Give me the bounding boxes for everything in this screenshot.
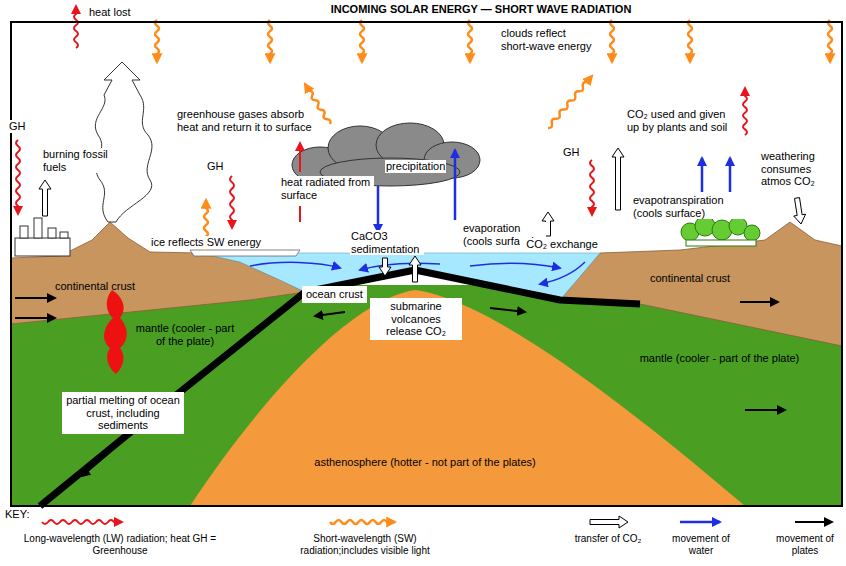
- plate-arrow: [490, 308, 525, 312]
- plants: [681, 216, 760, 246]
- label: ice reflects SW energy: [150, 236, 262, 249]
- sea-ice: [190, 250, 300, 256]
- box-text: partial melting of ocean crust, includin…: [66, 394, 180, 432]
- label: CaCO3 sedimentation: [350, 230, 424, 255]
- legend-text: movement of water: [665, 533, 737, 556]
- radiation-arrow: [828, 20, 832, 62]
- magma: [104, 290, 127, 374]
- legend-text: Long-wavelength (LW) radiation; heat GH …: [20, 533, 220, 556]
- label: precipitation: [385, 160, 446, 173]
- radiation-arrow: [16, 140, 20, 214]
- radiation-arrow: [548, 76, 592, 128]
- legend-text: Short-wavelength (SW) radiation;includes…: [275, 533, 455, 556]
- subducting-slab: [40, 292, 305, 506]
- legend-sample: [680, 521, 720, 524]
- co2-arrow: [794, 198, 806, 224]
- label: mantle (cooler - part of the plate): [612, 352, 827, 365]
- plate-arrow: [740, 301, 778, 303]
- label: continental crust: [55, 280, 135, 293]
- heat-arrow: [299, 206, 301, 222]
- legend-text: transfer of CO₂: [572, 533, 644, 545]
- co2-arrow: [39, 180, 51, 216]
- radiation-arrow: [590, 160, 594, 215]
- legend-text: movement of plates: [770, 533, 840, 556]
- legend-sample: [795, 521, 832, 523]
- water-arrow: [454, 150, 457, 220]
- heat-arrow: [299, 143, 301, 172]
- radiation-arrow: [688, 20, 692, 62]
- sky: [11, 22, 842, 506]
- water-arrow: [701, 158, 704, 192]
- label: GH: [562, 146, 581, 159]
- ocean-current: [250, 262, 340, 268]
- radiation-arrow: [268, 20, 272, 62]
- diagram-title: INCOMING SOLAR ENERGY — SHORT WAVE RADIA…: [250, 3, 712, 16]
- label: GH: [8, 120, 27, 133]
- label: mantle (cooler - part of the plate): [130, 322, 240, 347]
- asthenosphere: [190, 290, 745, 506]
- plate-arrow: [745, 409, 785, 411]
- radiation-arrow: [42, 520, 122, 524]
- legend-heading: KEY:: [5, 508, 29, 521]
- frame: [11, 22, 842, 506]
- co2-arrow: [590, 516, 628, 528]
- box-text: submarine volcanoes release CO₂: [374, 300, 458, 338]
- label: burning fossil fuels: [42, 148, 114, 173]
- radiation-arrow: [360, 20, 364, 62]
- radiation-arrow: [230, 176, 234, 228]
- plate-arrow: [15, 317, 55, 319]
- plate-arrow: [315, 312, 345, 316]
- label: evapotranspiration (cools surface): [632, 194, 744, 219]
- radiation-arrow: [610, 20, 614, 62]
- radiation-arrow: [330, 520, 395, 524]
- co2-arrow: [409, 256, 421, 282]
- text-box: submarine volcanoes release CO₂: [370, 298, 462, 340]
- ocean-current: [470, 263, 560, 268]
- label: heat radiated from surface: [280, 176, 374, 201]
- radiation-arrow: [155, 20, 159, 62]
- ocean-current: [540, 262, 585, 284]
- radiation-arrow: [743, 88, 747, 135]
- ocean-current: [360, 263, 440, 270]
- label: weathering consumes atmos CO₂: [760, 150, 840, 188]
- plate-arrow: [15, 297, 55, 299]
- text-box: ocean crust: [302, 286, 367, 303]
- label: asthenosphere (hotter - not part of the …: [300, 456, 550, 469]
- continental-crust: [11, 222, 305, 324]
- radiation-arrow: [468, 20, 472, 62]
- text-box: partial melting of ocean crust, includin…: [62, 392, 184, 434]
- co2-arrow: [379, 258, 391, 276]
- label: CO₂ used and given up by plants and soil: [626, 108, 730, 133]
- label: GH: [206, 160, 225, 173]
- label: greenhouse gases absorb heat and return …: [176, 108, 316, 133]
- label: continental crust: [650, 272, 730, 285]
- factory: [15, 218, 70, 256]
- radiation-arrow: [74, 6, 78, 48]
- label: heat lost: [88, 6, 132, 19]
- gas-plume: [95, 62, 152, 222]
- co2-arrow: [612, 148, 624, 210]
- water-arrow: [729, 158, 732, 192]
- label: clouds reflect short-wave energy: [500, 27, 594, 52]
- label: CO₂ exchange: [520, 238, 604, 251]
- plate-arrow: [82, 452, 110, 476]
- box-text: ocean crust: [306, 288, 363, 301]
- water-arrow: [377, 186, 380, 232]
